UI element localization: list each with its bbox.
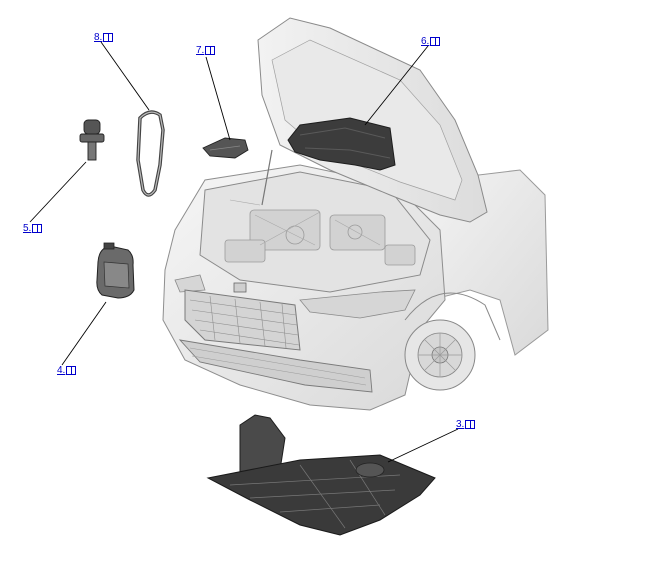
callout-3-link[interactable]: 3. (456, 419, 476, 430)
vehicle-illustration (162, 17, 549, 411)
manual-book-icon (430, 37, 441, 46)
part-4-reservoir-tank (96, 242, 135, 299)
leader-lines (29, 41, 459, 463)
callout-6-label: 6. (421, 36, 430, 47)
part-8-drive-belt (136, 110, 165, 197)
callout-7-label: 7. (196, 45, 205, 56)
callout-5-label: 5. (23, 223, 32, 234)
part-5-cap (79, 119, 105, 161)
part-6-hood-insulator (287, 117, 396, 171)
manual-book-icon (66, 366, 77, 375)
callout-8-link[interactable]: 8. (94, 32, 114, 43)
callout-6-link[interactable]: 6. (421, 36, 441, 47)
part-3-splash-shield (206, 414, 436, 536)
callout-4-link[interactable]: 4. (57, 365, 77, 376)
manual-book-icon (465, 420, 476, 429)
manual-book-icon (103, 33, 114, 42)
callout-4-label: 4. (57, 365, 66, 376)
callout-8-label: 8. (94, 32, 103, 43)
callout-5-link[interactable]: 5. (23, 223, 43, 234)
manual-book-icon (205, 46, 216, 55)
part-7-cover (202, 137, 249, 159)
callout-7-link[interactable]: 7. (196, 45, 216, 56)
callout-3-label: 3. (456, 419, 465, 430)
manual-book-icon (32, 224, 43, 233)
